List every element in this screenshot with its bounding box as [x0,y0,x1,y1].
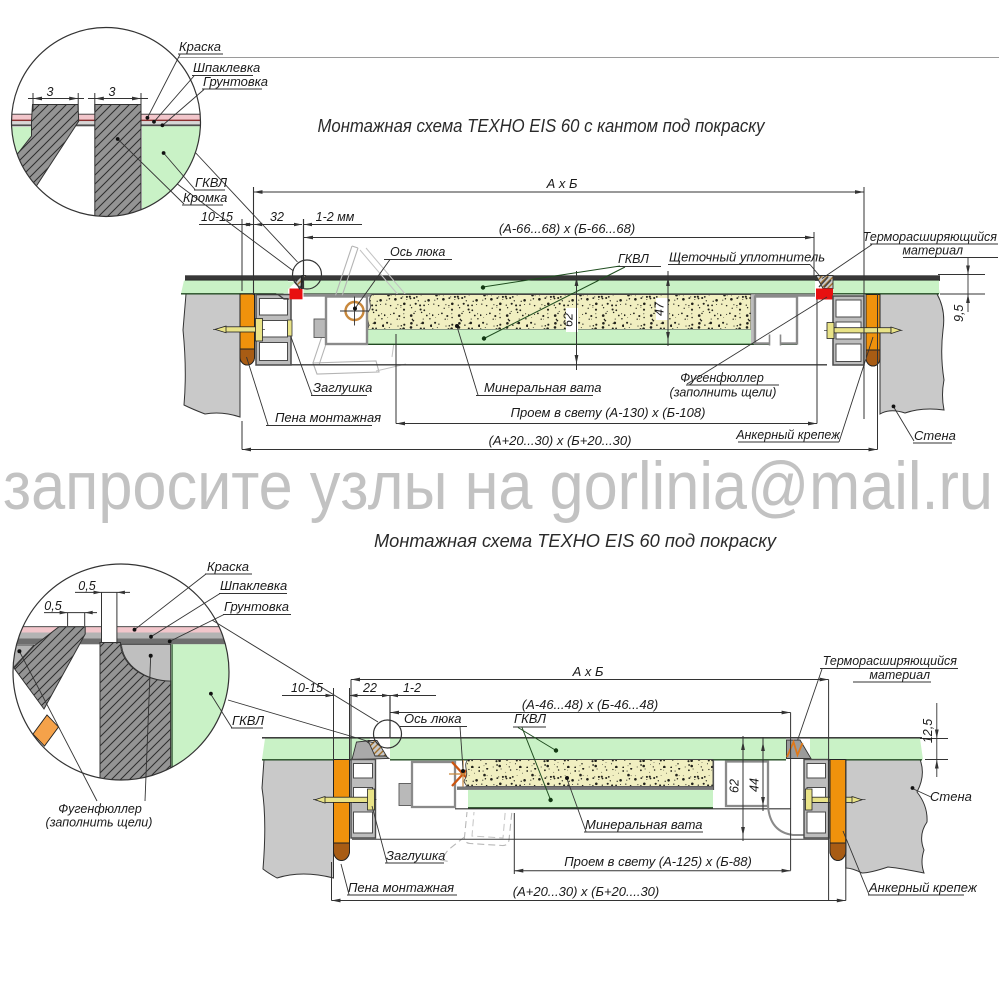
svg-text:(А-66...68) х (Б-66...68): (А-66...68) х (Б-66...68) [499,221,635,236]
svg-text:Стена: Стена [930,789,972,804]
svg-text:Шпаклевка: Шпаклевка [193,60,260,75]
svg-text:62: 62 [562,313,576,327]
svg-text:Фугенфюллер: Фугенфюллер [680,371,764,385]
svg-text:Минеральная вата: Минеральная вата [585,817,703,832]
svg-text:Грунтовка: Грунтовка [224,599,289,614]
svg-text:1-2 мм: 1-2 мм [316,210,355,224]
svg-text:(А+20...30) х (Б+20....30): (А+20...30) х (Б+20....30) [513,884,659,899]
svg-text:материал: материал [902,244,963,258]
svg-text:(заполнить щели): (заполнить щели) [46,816,153,830]
svg-text:материал: материал [869,668,930,682]
svg-text:А х Б: А х Б [546,176,578,191]
svg-text:9,5: 9,5 [952,305,966,322]
svg-text:22: 22 [362,681,377,695]
svg-text:Монтажная схема ТЕХНО EIS: Монтажная схема ТЕХНО EIS 60 с кантом по… [318,116,766,136]
svg-text:(заполнить щели): (заполнить щели) [670,386,777,400]
svg-text:44: 44 [748,778,762,792]
svg-text:Фугенфюллер: Фугенфюллер [58,802,142,816]
svg-text:ГКВЛ: ГКВЛ [514,711,546,726]
svg-text:3: 3 [47,85,54,99]
svg-text:12,5: 12,5 [921,719,935,743]
svg-text:запросите узлы на gorlinia@mai: запросите узлы на gorlinia@mail.ru [3,448,993,524]
svg-text:Ось люка: Ось люка [404,711,462,726]
svg-text:62: 62 [728,779,742,793]
svg-text:0,5: 0,5 [78,579,95,593]
svg-text:Грунтовка: Грунтовка [203,74,268,89]
svg-text:Проем в свету (А-125) х (Б-88): Проем в свету (А-125) х (Б-88) [564,854,752,869]
svg-text:Кромка: Кромка [183,190,227,205]
svg-text:Ось люка: Ось люка [390,245,445,259]
svg-text:А х Б: А х Б [572,664,604,679]
svg-text:ГКВЛ: ГКВЛ [232,713,264,728]
svg-text:32: 32 [270,210,284,224]
svg-text:Анкерный крепеж: Анкерный крепеж [868,880,978,895]
svg-text:Монтажная схема ТЕХНО EIS: Монтажная схема ТЕХНО EIS 60 под покраск… [374,531,777,551]
svg-text:Стена: Стена [914,428,956,443]
svg-text:Минеральная вата: Минеральная вата [484,380,602,395]
svg-text:ГКВЛ: ГКВЛ [195,175,227,190]
svg-text:Пена монтажная: Пена монтажная [348,880,454,895]
svg-text:0,5: 0,5 [44,599,61,613]
svg-text:Заглушка: Заглушка [386,848,445,863]
svg-text:1-2: 1-2 [403,681,421,695]
svg-text:ГКВЛ: ГКВЛ [618,252,649,266]
svg-text:Шпаклевка: Шпаклевка [220,578,287,593]
svg-text:10-15: 10-15 [201,210,233,224]
svg-text:Терморасширяющийся: Терморасширяющийся [863,230,998,244]
svg-text:Пена монтажная: Пена монтажная [275,410,381,425]
svg-text:10-15: 10-15 [291,681,323,695]
svg-text:47: 47 [653,301,667,316]
svg-text:Краска: Краска [207,559,249,574]
svg-text:Краска: Краска [179,39,221,54]
svg-text:Анкерный крепеж: Анкерный крепеж [735,428,841,442]
svg-text:Проем в свету (А-130) х (Б-108: Проем в свету (А-130) х (Б-108) [511,405,706,420]
svg-text:(А-46...48) х (Б-46...48): (А-46...48) х (Б-46...48) [522,697,658,712]
svg-text:Терморасширяющийся: Терморасширяющийся [823,654,958,668]
svg-text:(А+20...30) х (Б+20...30): (А+20...30) х (Б+20...30) [489,433,632,448]
svg-text:3: 3 [109,85,116,99]
svg-text:Заглушка: Заглушка [313,380,372,395]
svg-text:Щеточный уплотнитель: Щеточный уплотнитель [669,250,825,265]
